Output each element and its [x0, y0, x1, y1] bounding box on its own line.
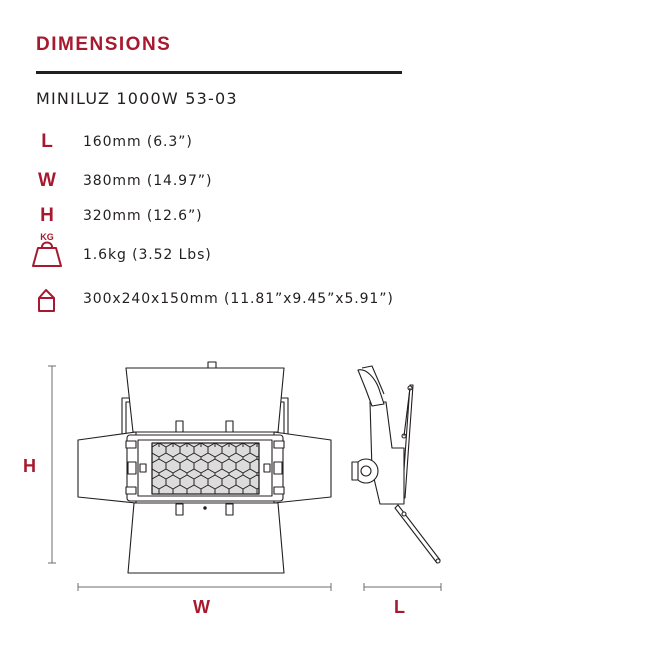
spec-weight: KG 1.6kg (3.52 Lbs) — [0, 230, 665, 270]
package-value: 300x240x150mm (11.81”x9.45”x5.91”) — [83, 291, 394, 307]
title-divider — [36, 71, 402, 74]
width-letter: W — [38, 170, 56, 191]
page-title: DIMENSIONS — [36, 34, 172, 55]
length-letter: L — [41, 131, 53, 152]
box-icon — [38, 289, 55, 312]
spec-width: W 380mm (14.97”) — [0, 168, 665, 194]
weight-icon-label: KG — [40, 232, 54, 242]
width-dimension-line — [77, 583, 332, 591]
length-dimension-line — [363, 583, 442, 591]
spec-height: H 320mm (12.6”) — [0, 203, 665, 229]
weight-value: 1.6kg (3.52 Lbs) — [83, 247, 212, 263]
height-label: H — [23, 456, 36, 476]
height-value: 320mm (12.6”) — [83, 208, 203, 224]
side-view — [351, 365, 441, 564]
length-label: L — [394, 597, 405, 617]
front-view — [77, 361, 332, 574]
length-value: 160mm (6.3”) — [83, 134, 193, 150]
weight-icon: KG — [32, 232, 62, 267]
width-value: 380mm (14.97”) — [83, 173, 213, 189]
spec-length: L 160mm (6.3”) — [0, 129, 665, 155]
height-dimension-line — [48, 365, 56, 564]
height-letter: H — [40, 205, 54, 226]
width-label: W — [193, 597, 210, 617]
model-name: MINILUZ 1000W 53-03 — [36, 89, 238, 108]
spec-package: 300x240x150mm (11.81”x9.45”x5.91”) — [0, 286, 665, 316]
